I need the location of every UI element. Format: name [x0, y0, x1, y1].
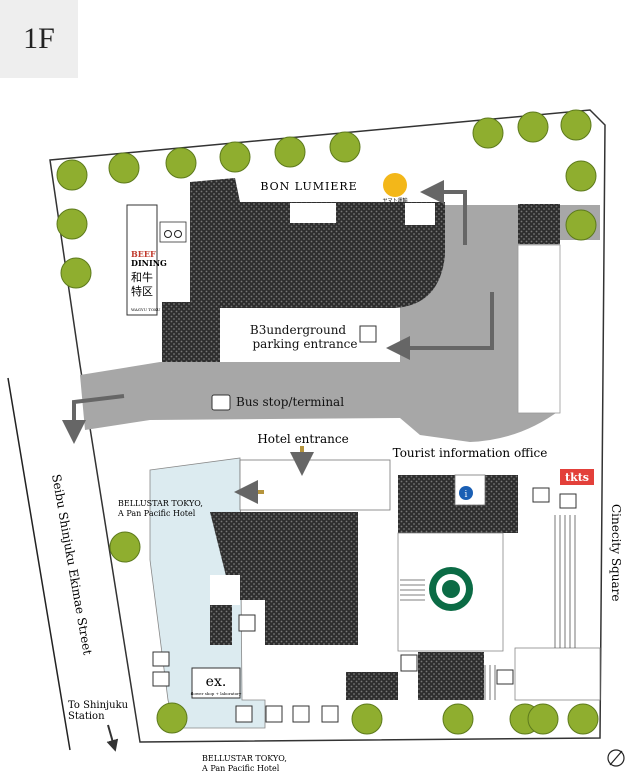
- escalator-icon: [152, 487, 577, 687]
- tree-icon: [351, 703, 383, 735]
- building-ne: [518, 204, 560, 244]
- hotel-lobby[interactable]: [239, 459, 391, 511]
- parking-label-line2: parking entrance: [253, 337, 358, 351]
- tourist-info-label: Tourist information office: [393, 446, 548, 460]
- yamato-shop[interactable]: [405, 203, 435, 225]
- to-shinjuku-line1: To Shinjuku: [68, 700, 129, 711]
- cinecity-label: Cinecity Square: [609, 504, 623, 601]
- starbucks-shop[interactable]: [397, 532, 504, 652]
- bellustar-bottom-line2: A Pan Pacific Hotel: [201, 764, 280, 772]
- bus-label: Bus stop/terminal: [236, 395, 344, 409]
- tree-icon: [567, 703, 599, 735]
- road-area: [80, 205, 600, 442]
- tree-icon: [219, 141, 251, 173]
- tree-icon: [442, 703, 474, 735]
- tree-icon: [109, 531, 141, 563]
- bicycle-parking: [159, 221, 187, 243]
- wagyu-label-line1: 和牛: [131, 270, 153, 284]
- beef-label-line1: BEEF: [131, 249, 156, 259]
- building-se: [418, 652, 484, 700]
- ex-sub-label: flower shop + laboratory: [191, 691, 242, 696]
- tree-icon: [560, 109, 592, 141]
- wagyu-sub-label: WAGYU TOKU: [131, 307, 161, 312]
- bon-lumiere-shop[interactable]: [290, 203, 336, 223]
- block: [517, 244, 561, 414]
- beef-label-line2: DINING: [131, 258, 167, 268]
- tree-icon: [56, 159, 88, 191]
- tree-icon: [60, 257, 92, 289]
- street-line: [7, 377, 71, 751]
- bellustar-top-line2: A Pan Pacific Hotel: [117, 509, 196, 518]
- tree-icon: [329, 131, 361, 163]
- bellustar-top-line1: BELLUSTAR TOKYO,: [118, 499, 203, 508]
- info-glyph: i: [465, 490, 468, 500]
- ex-label: ex.: [206, 674, 227, 690]
- tree-icon: [472, 117, 504, 149]
- escalator-area: [514, 647, 601, 701]
- parking-label-line1: B3underground: [250, 323, 347, 337]
- trees: [56, 109, 599, 735]
- bon-lumiere-label: BON LUMIERE: [260, 180, 357, 193]
- wagyu-label-line2: 特区: [131, 284, 153, 298]
- bellustar-bottom-line1: BELLUSTAR TOKYO,: [202, 754, 287, 763]
- to-shinjuku-line2: Station: [68, 711, 105, 722]
- info-icon[interactable]: [459, 486, 473, 500]
- tree-icon: [56, 208, 88, 240]
- tree-icon: [527, 703, 559, 735]
- stairs: [400, 515, 576, 700]
- tree-icon: [565, 160, 597, 192]
- tkts-badge[interactable]: [560, 469, 594, 485]
- hotel-entrance-label: Hotel entrance: [257, 432, 348, 446]
- beef-dining-shop[interactable]: [126, 204, 158, 316]
- building-s: [346, 672, 398, 700]
- elevator-icon: [235, 614, 418, 723]
- yamato-cat-icon: [383, 173, 407, 197]
- seibu-street-label: Seibu Shinjuku Ekimae Street: [49, 473, 95, 656]
- tree-icon: [565, 209, 597, 241]
- car-icon: [359, 325, 377, 343]
- tree-icon: [156, 702, 188, 734]
- bus-icon: [211, 394, 231, 411]
- bicycle-icon: [164, 230, 182, 238]
- direction-arrow: [420, 180, 467, 245]
- building-gap: [210, 575, 240, 605]
- building-north: [162, 178, 445, 362]
- direction-arrow: [386, 292, 494, 360]
- tkts-label: tkts: [565, 471, 589, 484]
- ex-shop[interactable]: [191, 667, 241, 699]
- tree-icon: [108, 152, 140, 184]
- tree-icon: [165, 147, 197, 179]
- floor-label: 1F: [0, 0, 78, 78]
- tree-icon: [517, 111, 549, 143]
- station-arrow: [106, 724, 119, 752]
- direction-arrow: [62, 394, 125, 444]
- tree-icon: [274, 136, 306, 168]
- building-south: [210, 512, 358, 645]
- yamato-label: ヤマト運輸: [382, 197, 407, 204]
